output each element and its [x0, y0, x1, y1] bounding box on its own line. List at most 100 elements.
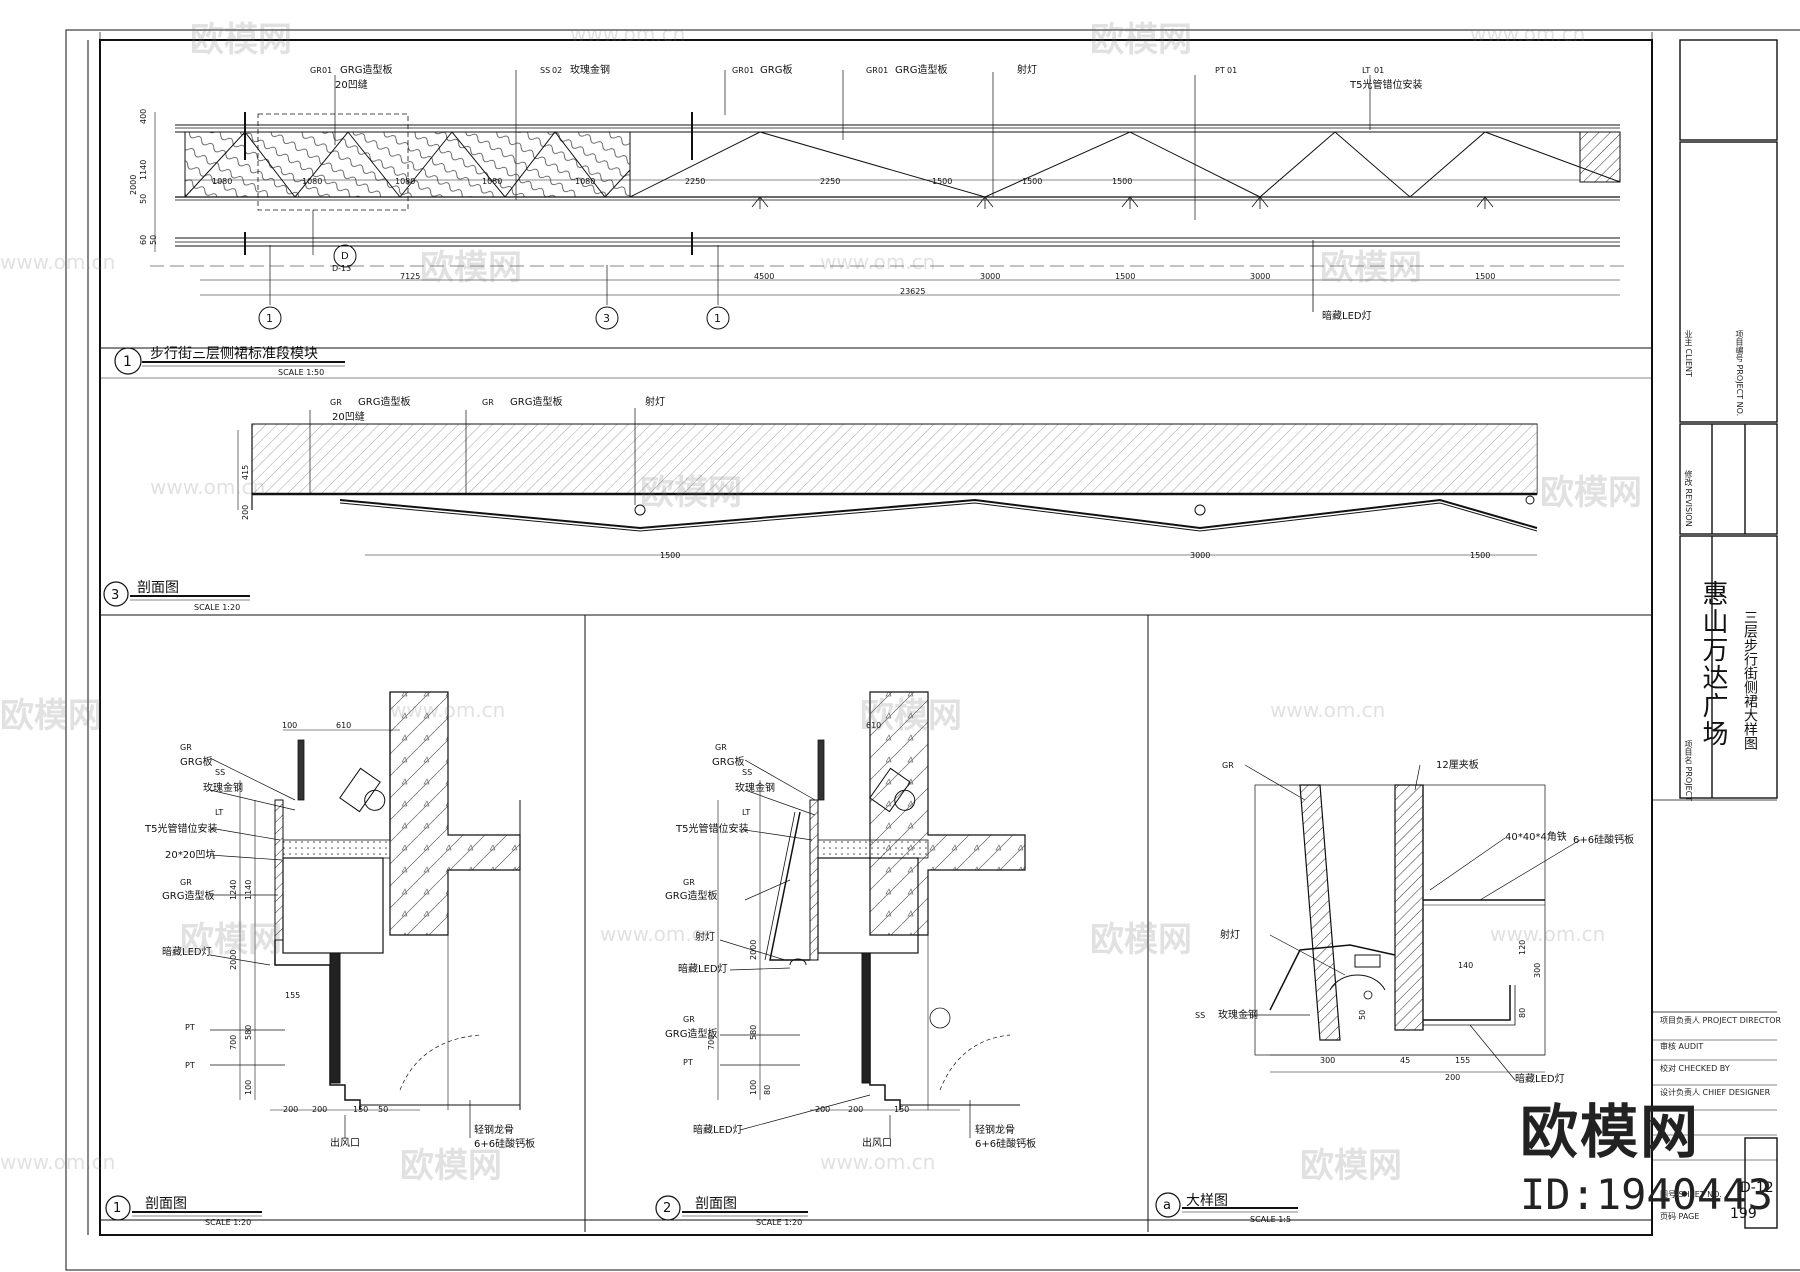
tb-label-project-no: 项目编号 PROJECT NO. — [1735, 330, 1744, 417]
elevation-label-grg-board: GRG板 — [760, 63, 792, 76]
detail-label-angle: 40*40*4角铁 — [1505, 830, 1567, 843]
section2-dim-left: 80 — [763, 1085, 772, 1095]
elevation-tag-num-6: 01 — [1374, 66, 1384, 75]
long-section-tag-code: GR — [330, 398, 342, 407]
view-scale: SCALE 1:20 — [194, 603, 240, 612]
tb-label-checked: 校对 CHECKED BY — [1660, 1064, 1730, 1073]
tb-label-audit: 审核 AUDIT — [1660, 1042, 1704, 1051]
section-2-view — [655, 691, 1026, 1221]
elevation-tag-num-5: 01 — [1227, 66, 1237, 75]
title-block-frame — [1652, 39, 1778, 1229]
elevation-dim-left: 400 — [139, 109, 148, 124]
watermark-site: www.om.cn — [600, 922, 716, 946]
watermark-site: www.om.cn — [820, 1150, 936, 1174]
view-title-long-section: 剖面图 — [137, 580, 179, 596]
elevation-dim-top: 1500 — [932, 177, 952, 186]
section-marker-num: D — [341, 251, 349, 262]
view-number: 1 — [123, 354, 132, 370]
watermark-brand: 欧模网 — [640, 473, 742, 513]
section2-dim-bottom: 200 — [815, 1105, 830, 1114]
section2-tag: LT — [742, 808, 750, 817]
elevation-dim-top: 1080 — [212, 177, 232, 186]
elevation-dim-left: 1140 — [139, 160, 148, 180]
elevation-label-rose-gold-steel: 玫瑰金钢 — [570, 63, 610, 76]
section2-label-air-outlet: 出风口 — [862, 1136, 892, 1149]
detail-label-rose-gold: 玫瑰金钢 — [1218, 1008, 1258, 1021]
view-scale: SCALE 1:20 — [205, 1218, 251, 1227]
tb-label-project: 项目名 PROJECT — [1684, 740, 1693, 802]
view-title-elevation: 步行街三层侧裙标准段模块 — [150, 346, 318, 362]
section2-dim-left: 100 — [749, 1080, 758, 1095]
detail-tag: SS — [1195, 1011, 1205, 1020]
section2-label-board: 6+6硅酸钙板 — [975, 1137, 1036, 1150]
spotlight-marks — [751, 196, 1494, 209]
elevation-label-t5-tube: T5光管错位安装 — [1349, 78, 1422, 91]
watermark-site: www.om.cn — [0, 1150, 116, 1174]
spotlight-icon — [869, 767, 916, 813]
elevation-label-groove: 20凹缝 — [335, 78, 368, 91]
detail-dim: 50 — [1358, 1010, 1367, 1020]
watermark-brand: 欧模网 — [860, 696, 962, 736]
long-section-tag-code: GR — [482, 398, 494, 407]
detail-label-led: 暗藏LED灯 — [1515, 1072, 1565, 1085]
elevation-label-spotlight: 射灯 — [1017, 64, 1037, 76]
elevation-label-grg-modeling-board-2: GRG造型板 — [895, 63, 947, 76]
long-section-label-spotlight: 射灯 — [645, 396, 665, 408]
section1-label-pit: 20*20凹坑 — [165, 848, 215, 861]
section1-label-rose-gold: 玫瑰金钢 — [203, 781, 243, 794]
elevation-dim-bottom: 1500 — [1475, 272, 1495, 281]
watermark-brand: 欧模网 — [0, 696, 102, 736]
section2-dim-left: 700 — [707, 1035, 716, 1050]
section1-dim-bottom: 50 — [378, 1105, 388, 1114]
view-scale: SCALE 1:5 — [1250, 1215, 1291, 1224]
elevation-leaders — [269, 70, 1371, 305]
elevation-view — [114, 70, 1630, 375]
elevation-dim-top: 1500 — [1112, 177, 1132, 186]
section1-dim-bottom: 155 — [285, 991, 300, 1000]
elevation-tag-code-1: SS — [540, 66, 550, 75]
section2-tag: PT — [683, 1058, 693, 1067]
watermark-site: www.om.cn — [1490, 922, 1606, 946]
elevation-dim-left: 50 — [149, 235, 158, 245]
view-number: a — [1163, 1198, 1171, 1213]
section1-dim-left: 2000 — [229, 950, 238, 970]
detail-dim: 45 — [1400, 1056, 1410, 1065]
detail-label-plywood: 12厘夹板 — [1436, 758, 1479, 771]
section1-dim-bottom: 200 — [283, 1105, 298, 1114]
watermark-site: www.om.cn — [1470, 22, 1586, 46]
watermark-site: www.om.cn — [150, 475, 266, 499]
long-section-dim-left: 415 — [241, 465, 250, 480]
elevation-dim-left: 50 — [139, 194, 148, 204]
section-1-view — [105, 691, 521, 1221]
long-section-dim: 1500 — [660, 551, 680, 560]
watermark-site: www.om.cn — [1270, 698, 1386, 722]
elevation-dim-bottom: 1500 — [1115, 272, 1135, 281]
tb-label-revision: 修改 REVISION — [1684, 470, 1693, 527]
section1-tag: PT — [185, 1061, 195, 1070]
section2-tag: GR — [683, 878, 695, 887]
section2-tag: SS — [742, 768, 752, 777]
drawing-name: 三层步行街侧裙大样图 — [1742, 610, 1758, 750]
watermark-brand: 欧模网 — [1300, 1146, 1402, 1186]
elevation-dim-top: 1500 — [1022, 177, 1042, 186]
detail-dim: 80 — [1518, 1008, 1527, 1018]
long-section-label-groove: 20凹缝 — [332, 410, 365, 423]
watermark-site: www.om.cn — [390, 698, 506, 722]
view-title-detail: 大样图 — [1186, 1193, 1228, 1209]
section2-label-led: 暗藏LED灯 — [678, 962, 728, 975]
section2-dim-top: 610 — [866, 721, 881, 730]
watermark-brand: 欧模网 — [400, 1146, 502, 1186]
long-section-dim-left: 200 — [241, 505, 250, 520]
watermark-site: www.om.cn — [570, 22, 686, 46]
elevation-dim-left: 60 — [139, 235, 148, 245]
section1-dim-left: 100 — [244, 1080, 253, 1095]
elevation-dim-top: 1080 — [395, 177, 415, 186]
elevation-tag-num-2: 01 — [744, 66, 754, 75]
section1-dim-top: 610 — [336, 721, 351, 730]
section-marker-num: 1 — [714, 312, 721, 325]
section1-tag: GR — [180, 878, 192, 887]
section1-dim-bottom: 200 — [312, 1105, 327, 1114]
elevation-tag-num-0: 01 — [322, 66, 332, 75]
tb-label-director: 项目负责人 PROJECT DIRECTOR — [1660, 1016, 1782, 1025]
